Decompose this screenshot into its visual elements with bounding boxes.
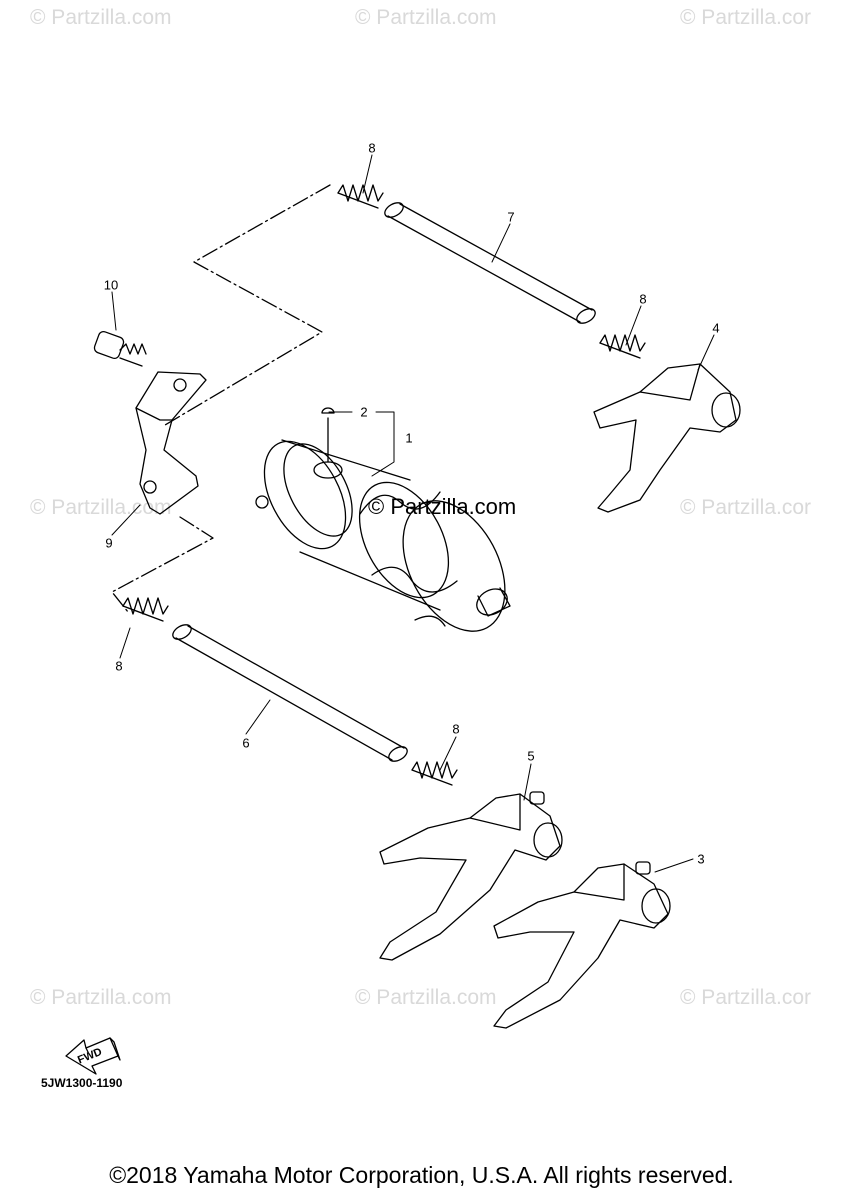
shift-fork-4 bbox=[593, 363, 741, 513]
callout-9: 9 bbox=[105, 535, 113, 551]
callout-6: 6 bbox=[242, 735, 250, 751]
shift-fork-shaft-6 bbox=[172, 624, 408, 762]
watermark-mid-right: © Partzilla.cor bbox=[680, 496, 812, 519]
watermark-top-right: © Partzilla.cor bbox=[680, 6, 812, 29]
callout-10: 10 bbox=[103, 277, 119, 293]
alignment-line-upper bbox=[164, 184, 331, 426]
watermark-bottom-left: © Partzilla.com bbox=[30, 986, 172, 1009]
shift-fork-shaft-7 bbox=[384, 202, 596, 324]
watermark-top-center: © Partzilla.com bbox=[355, 6, 497, 29]
shift-drum-1 bbox=[255, 439, 511, 632]
bolt-10 bbox=[93, 330, 147, 367]
callout-7: 7 bbox=[507, 209, 515, 225]
alignment-line-lower bbox=[111, 516, 214, 613]
callout-3: 3 bbox=[697, 851, 705, 867]
callout-8-bottom: 8 bbox=[452, 721, 460, 737]
spring-8-left bbox=[122, 597, 169, 622]
watermark-bottom-center: © Partzilla.com bbox=[355, 986, 497, 1009]
callout-5: 5 bbox=[527, 748, 535, 764]
watermark-mid-left: © Partzilla.com bbox=[30, 496, 172, 519]
shift-fork-3 bbox=[493, 861, 671, 1029]
copyright-notice: ©2018 Yamaha Motor Corporation, U.S.A. A… bbox=[109, 1162, 734, 1188]
callout-8-left: 8 bbox=[115, 658, 123, 674]
callout-8-right: 8 bbox=[639, 291, 647, 307]
shift-fork-5 bbox=[379, 791, 563, 961]
stopper-plate-9 bbox=[135, 371, 207, 515]
diagram-code: 5JW1300-1190 bbox=[41, 1076, 123, 1090]
spring-8-bottom bbox=[411, 761, 458, 786]
fwd-arrow-icon bbox=[65, 1037, 121, 1075]
spring-8-top bbox=[337, 184, 384, 209]
watermark-center: © Partzilla.com bbox=[368, 494, 517, 519]
watermark-bottom-right: © Partzilla.cor bbox=[680, 986, 812, 1009]
callout-1: 1 bbox=[405, 430, 413, 446]
callout-8-top: 8 bbox=[368, 140, 376, 156]
spring-8-right bbox=[599, 334, 646, 359]
callout-4: 4 bbox=[712, 320, 720, 336]
leader-lines bbox=[111, 154, 715, 873]
watermark-top-left: © Partzilla.com bbox=[30, 6, 172, 29]
callout-2: 2 bbox=[360, 404, 368, 420]
